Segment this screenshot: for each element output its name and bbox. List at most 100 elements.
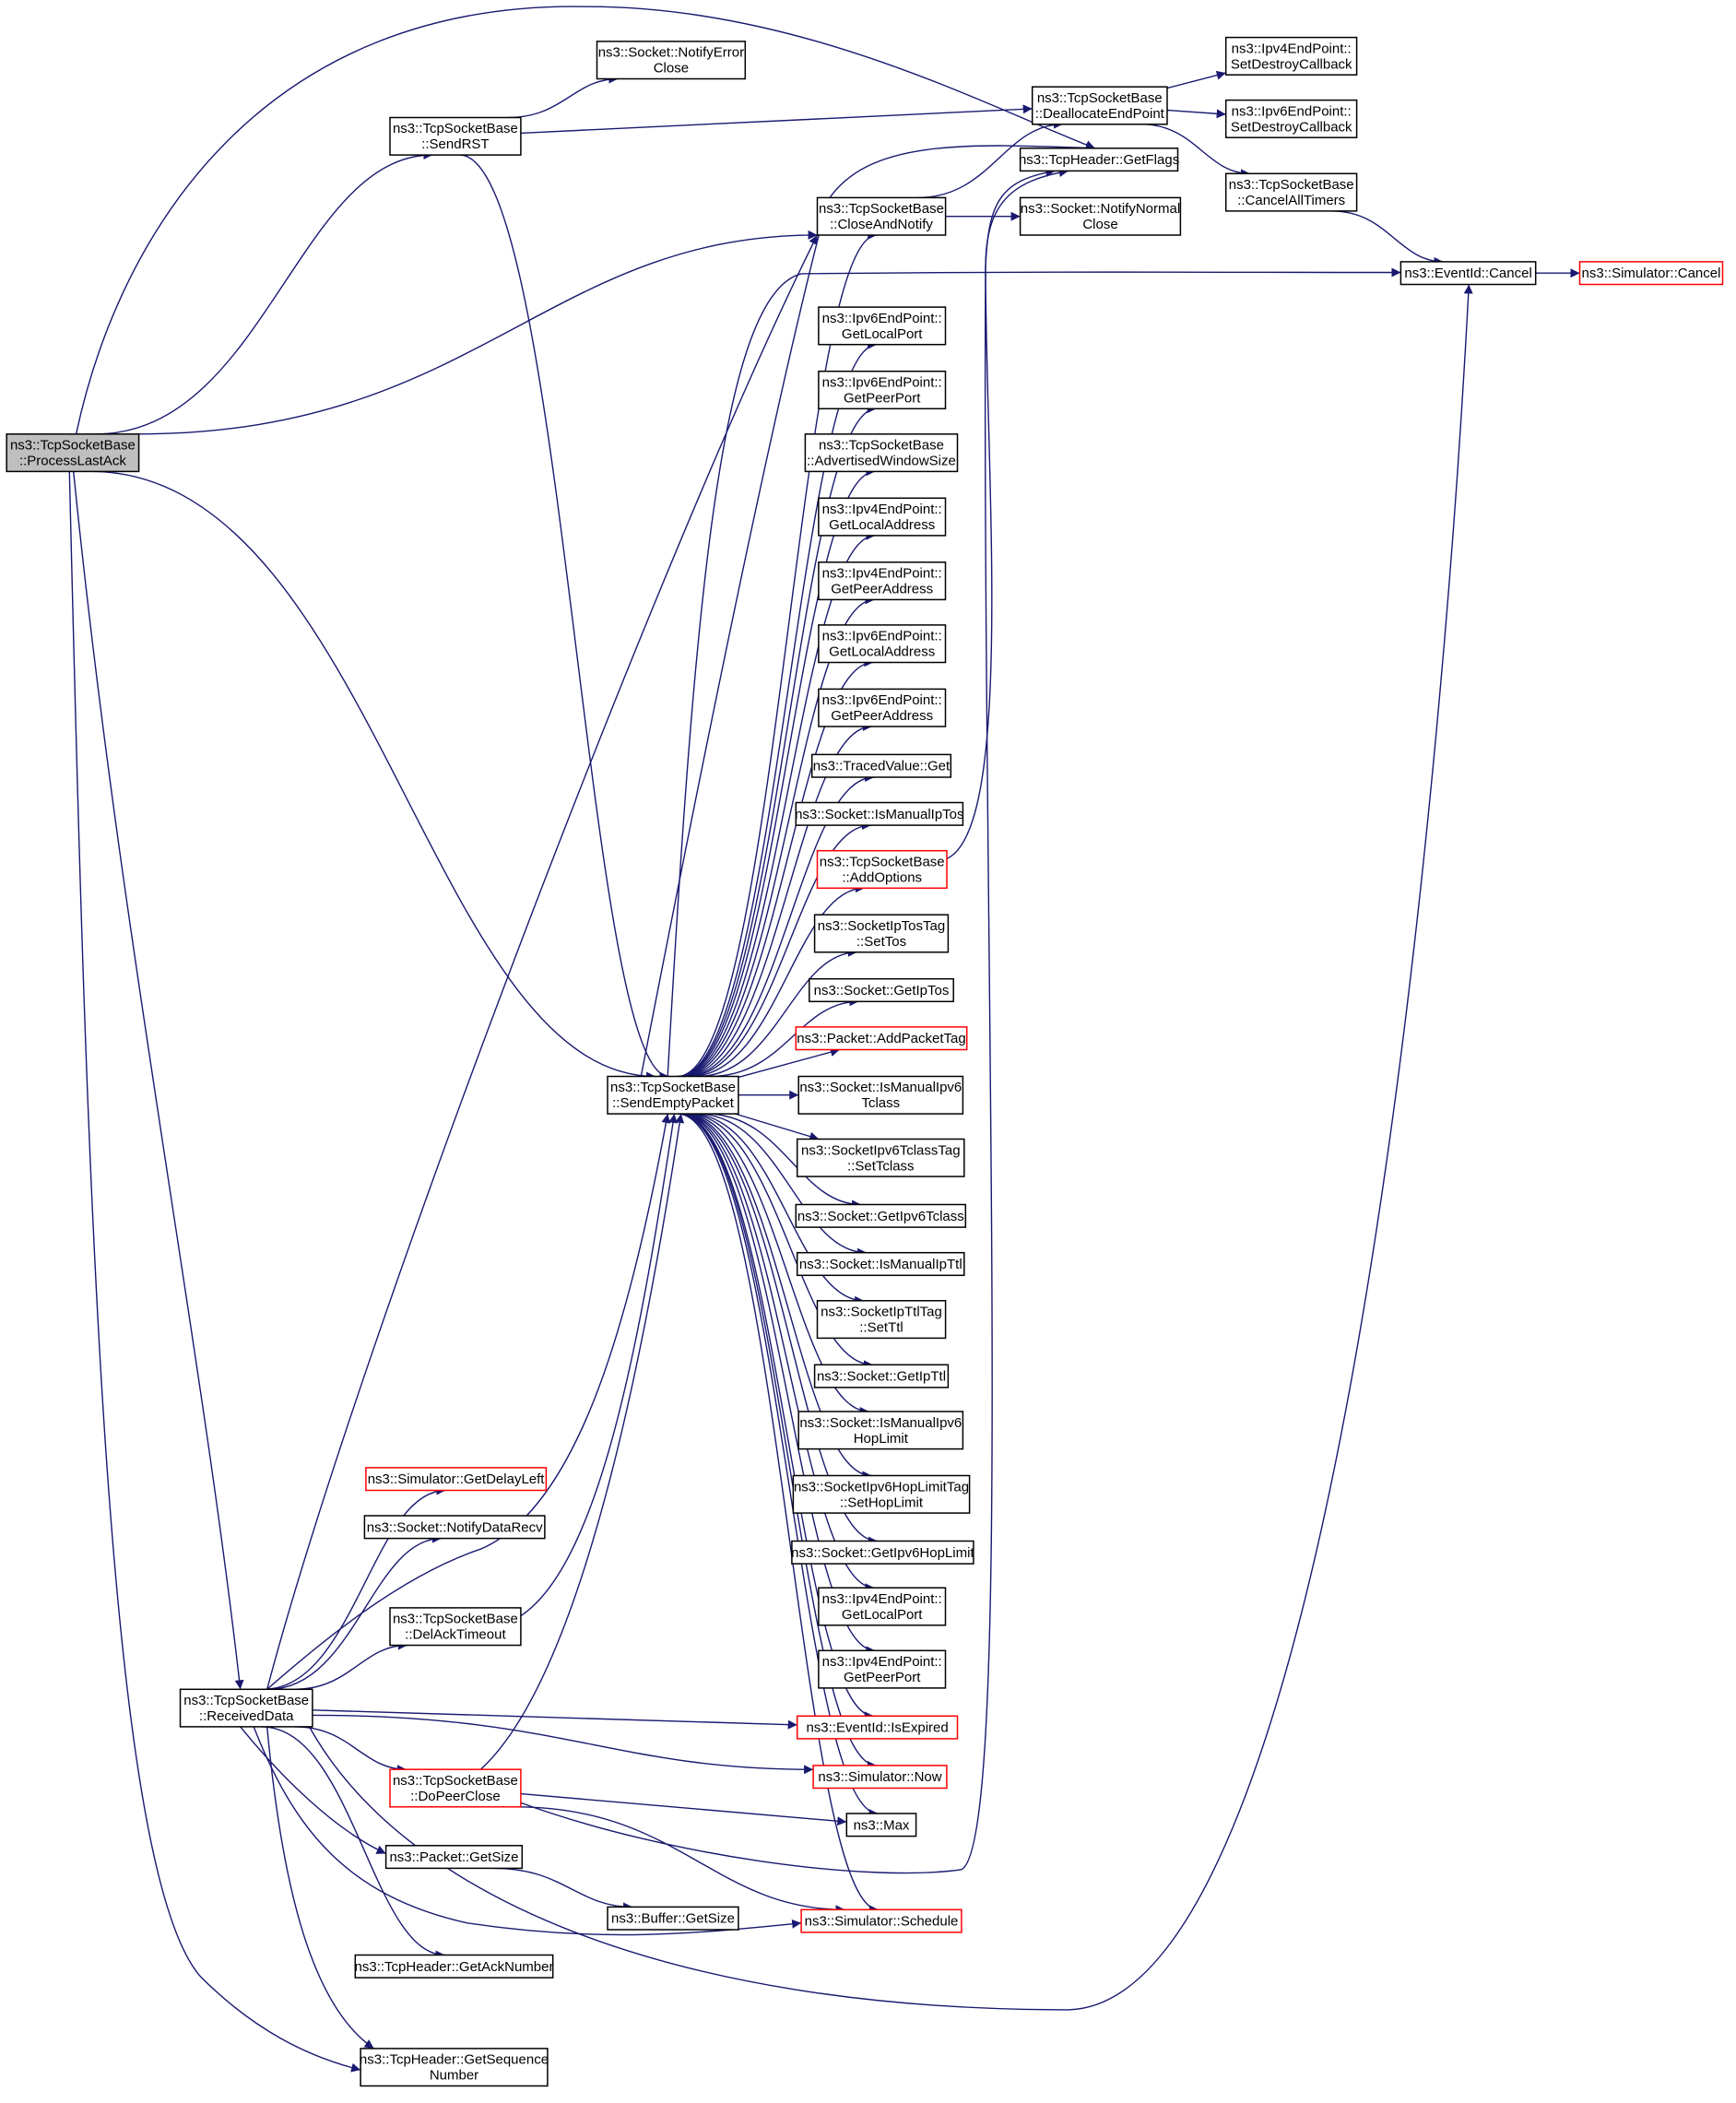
node-ipv6-end-point-get-local-port[interactable]: ns3::Ipv6EndPoint::GetLocalPort (818, 306, 947, 346)
node-tcp-socket-base-advertised-window-size[interactable]: ns3::TcpSocketBase::AdvertisedWindowSize (804, 433, 959, 473)
node-tcp-socket-base-deallocate-end-point[interactable]: ns3::TcpSocketBase::DeallocateEndPoint (1031, 86, 1168, 125)
node-tcp-header-get-flags[interactable]: ns3::TcpHeader::GetFlags (1019, 148, 1179, 172)
tcp-socket-base-del-ack-timeout-label-line-2: ::DelAckTimeout (405, 1627, 506, 1643)
node-socket-ipv6-hop-limit-tag-set-hop-limit[interactable]: ns3::SocketIpv6HopLimitTag::SetHopLimit (792, 1474, 971, 1514)
tcp-socket-base-deallocate-end-point-box (1031, 86, 1168, 125)
socket-ip-tos-tag-set-tos-box (813, 914, 950, 953)
node-tcp-socket-base-send-rst[interactable]: ns3::TcpSocketBase::SendRST (389, 116, 522, 156)
socket-get-ip-ttl-label-line-1: ns3::Socket::GetIpTtl (817, 1369, 946, 1385)
edge-received-data-to-get-ack-number (261, 1726, 445, 1960)
node-packet-add-packet-tag[interactable]: ns3::Packet::AddPacketTag (795, 1026, 968, 1051)
ipv6-end-point-get-local-address-label-line-1: ns3::Ipv6EndPoint:: (822, 629, 942, 644)
ipv4-end-point-set-destroy-callback-label-line-2: SetDestroyCallback (1231, 56, 1352, 72)
node-socket-ip-ttl-tag-set-ttl[interactable]: ns3::SocketIpTtlTag::SetTtl (816, 1300, 947, 1340)
edge-send-empty-packet-to-simulator-schedule (678, 1113, 879, 1915)
edge-received-data-to-close-and-notify (266, 234, 819, 1690)
node-ipv6-end-point-get-local-address[interactable]: ns3::Ipv6EndPoint::GetLocalAddress (818, 624, 947, 664)
edge-received-data-to-event-id-is-expired (312, 1709, 797, 1730)
node-traced-value-get[interactable]: ns3::TracedValue::Get (810, 753, 952, 778)
node-simulator-schedule[interactable]: ns3::Simulator::Schedule (800, 1908, 962, 1933)
node-tcp-socket-base-do-peer-close[interactable]: ns3::TcpSocketBase::DoPeerClose (389, 1768, 522, 1808)
node-event-id-is-expired[interactable]: ns3::EventId::IsExpired (796, 1715, 959, 1740)
edge-send-empty-packet-to-tcp-header-get-flags (640, 143, 1095, 1077)
buffer-get-size-box (607, 1906, 739, 1931)
node-ipv6-end-point-set-destroy-callback[interactable]: ns3::Ipv6EndPoint::SetDestroyCallback (1224, 99, 1358, 138)
node-ipv4-end-point-get-local-address[interactable]: ns3::Ipv4EndPoint::GetLocalAddress (818, 497, 947, 537)
socket-is-manual-ip-tos-label-line-1: ns3::Socket::IsManualIpTos (795, 807, 963, 822)
socket-notify-normal-close-label-line-2: Close (1082, 217, 1117, 232)
node-ipv4-end-point-get-peer-port[interactable]: ns3::Ipv4EndPoint::GetPeerPort (818, 1649, 947, 1689)
node-simulator-cancel[interactable]: ns3::Simulator::Cancel (1578, 261, 1724, 286)
tcp-header-get-flags-box (1019, 148, 1179, 172)
node-tcp-socket-base-process-last-ack[interactable]: ns3::TcpSocketBase::ProcessLastAck (6, 433, 140, 473)
tcp-socket-base-process-last-ack-label-line-1: ns3::TcpSocketBase (10, 438, 136, 454)
node-socket-is-manual-ip-ttl[interactable]: ns3::Socket::IsManualIpTtl (796, 1251, 965, 1277)
node-ipv4-end-point-set-destroy-callback[interactable]: ns3::Ipv4EndPoint::SetDestroyCallback (1224, 36, 1358, 76)
node-tcp-socket-base-close-and-notify[interactable]: ns3::TcpSocketBase::CloseAndNotify (816, 196, 947, 236)
socket-notify-error-close-label-line-2: Close (654, 61, 689, 77)
node-ipv6-end-point-get-peer-port[interactable]: ns3::Ipv6EndPoint::GetPeerPort (818, 370, 947, 410)
node-socket-ip-tos-tag-set-tos[interactable]: ns3::SocketIpTosTag::SetTos (813, 914, 950, 953)
socket-get-ip-tos-label-line-1: ns3::Socket::GetIpTos (814, 983, 950, 998)
ns3-max-box (845, 1813, 917, 1837)
node-packet-get-size[interactable]: ns3::Packet::GetSize (384, 1845, 524, 1870)
node-socket-get-ipv6-tclass[interactable]: ns3::Socket::GetIpv6Tclass (795, 1203, 967, 1228)
ipv6-end-point-get-peer-port-label-line-2: GetPeerPort (844, 391, 921, 407)
socket-get-ipv6-tclass-label-line-1: ns3::Socket::GetIpv6Tclass (797, 1209, 964, 1224)
ipv4-end-point-get-local-address-label-line-1: ns3::Ipv4EndPoint:: (822, 502, 942, 517)
node-buffer-get-size[interactable]: ns3::Buffer::GetSize (607, 1906, 739, 1931)
edge-send-empty-packet-to-ip-ttl-tag-set-ttl (690, 1113, 865, 1306)
node-ns3-max[interactable]: ns3::Max (845, 1813, 917, 1837)
node-simulator-now[interactable]: ns3::Simulator::Now (812, 1765, 948, 1790)
node-socket-ipv6-tclass-tag-set-tclass[interactable]: ns3::SocketIpv6TclassTag::SetTclass (796, 1138, 965, 1177)
node-ipv4-end-point-get-local-port[interactable]: ns3::Ipv4EndPoint::GetLocalPort (818, 1587, 947, 1626)
node-socket-get-ipv6-hop-limit[interactable]: ns3::Socket::GetIpv6HopLimit (791, 1540, 974, 1565)
socket-ipv6-tclass-tag-set-tclass-box (796, 1138, 965, 1177)
node-socket-is-manual-ip-tos[interactable]: ns3::Socket::IsManualIpTos (795, 801, 964, 826)
simulator-get-delay-left-box (365, 1467, 548, 1492)
edge-packet-get-size-to-buffer-get-size (494, 1867, 633, 1912)
packet-get-size-box (384, 1845, 524, 1870)
edge-send-empty-packet-to-is-manual-ip-tos (686, 821, 871, 1078)
node-tcp-socket-base-send-empty-packet[interactable]: ns3::TcpSocketBase::SendEmptyPacket (607, 1075, 739, 1115)
edge-send-empty-packet-to-ip-tos-tag-set-tos (697, 947, 857, 1078)
socket-notify-data-recv-label-line-1: ns3::Socket::NotifyDataRecv (367, 1519, 543, 1535)
simulator-cancel-label-line-1: ns3::Simulator::Cancel (1582, 266, 1721, 281)
node-tcp-header-get-ack-number[interactable]: ns3::TcpHeader::GetAckNumber (355, 1954, 554, 1979)
edge-deallocate-endpoint-to-ipv4-set-destroy-cb (1166, 70, 1226, 89)
edge-send-empty-packet-to-is-manual-ipv6-hop-limit (684, 1113, 869, 1416)
edge-send-empty-packet-to-ipv6-tclass-tag-set-tclass (734, 1113, 820, 1141)
edge-send-empty-packet-to-close-and-notify (677, 230, 878, 1078)
node-tcp-socket-base-add-options[interactable]: ns3::TcpSocketBase::AddOptions (816, 849, 948, 890)
socket-is-manual-ipv6-hop-limit-box (797, 1411, 964, 1450)
ipv4-end-point-get-peer-address-label-line-1: ns3::Ipv4EndPoint:: (822, 566, 942, 582)
node-tcp-socket-base-del-ack-timeout[interactable]: ns3::TcpSocketBase::DelAckTimeout (389, 1607, 522, 1647)
node-socket-get-ip-tos[interactable]: ns3::Socket::GetIpTos (809, 977, 954, 1003)
edge-do-peer-close-to-simulator-schedule (514, 1806, 845, 1915)
ipv6-end-point-get-local-port-label-line-1: ns3::Ipv6EndPoint:: (822, 311, 942, 326)
node-tcp-socket-base-cancel-all-timers[interactable]: ns3::TcpSocketBase::CancelAllTimers (1224, 172, 1358, 212)
tcp-socket-base-del-ack-timeout-box (389, 1607, 522, 1647)
node-socket-notify-data-recv[interactable]: ns3::Socket::NotifyDataRecv (363, 1515, 546, 1540)
node-event-id-cancel[interactable]: ns3::EventId::Cancel (1399, 261, 1537, 286)
node-socket-get-ip-ttl[interactable]: ns3::Socket::GetIpTtl (813, 1364, 950, 1388)
node-simulator-get-delay-left[interactable]: ns3::Simulator::GetDelayLeft (365, 1467, 548, 1492)
socket-notify-normal-close-box (1019, 196, 1182, 236)
node-tcp-socket-base-received-data[interactable]: ns3::TcpSocketBase::ReceivedData (179, 1688, 313, 1728)
socket-ip-ttl-tag-set-ttl-box (816, 1300, 947, 1340)
node-ipv6-end-point-get-peer-address[interactable]: ns3::Ipv6EndPoint::GetPeerAddress (818, 688, 947, 727)
node-ipv4-end-point-get-peer-address[interactable]: ns3::Ipv4EndPoint::GetPeerAddress (818, 561, 947, 601)
edge-do-peer-close-to-send-empty-packet (479, 1113, 685, 1770)
simulator-cancel-box (1578, 261, 1724, 286)
edge-do-peer-close-to-tcp-header-get-flags (520, 168, 1056, 1874)
socket-ipv6-hop-limit-tag-set-hop-limit-label-line-1: ns3::SocketIpv6HopLimitTag (794, 1479, 969, 1495)
ipv4-end-point-get-local-address-label-line-2: GetLocalAddress (829, 517, 935, 533)
tcp-socket-base-add-options-box (816, 849, 948, 890)
tcp-socket-base-del-ack-timeout-label-line-1: ns3::TcpSocketBase (393, 1612, 518, 1627)
ipv4-end-point-get-peer-port-label-line-1: ns3::Ipv4EndPoint:: (822, 1654, 942, 1670)
